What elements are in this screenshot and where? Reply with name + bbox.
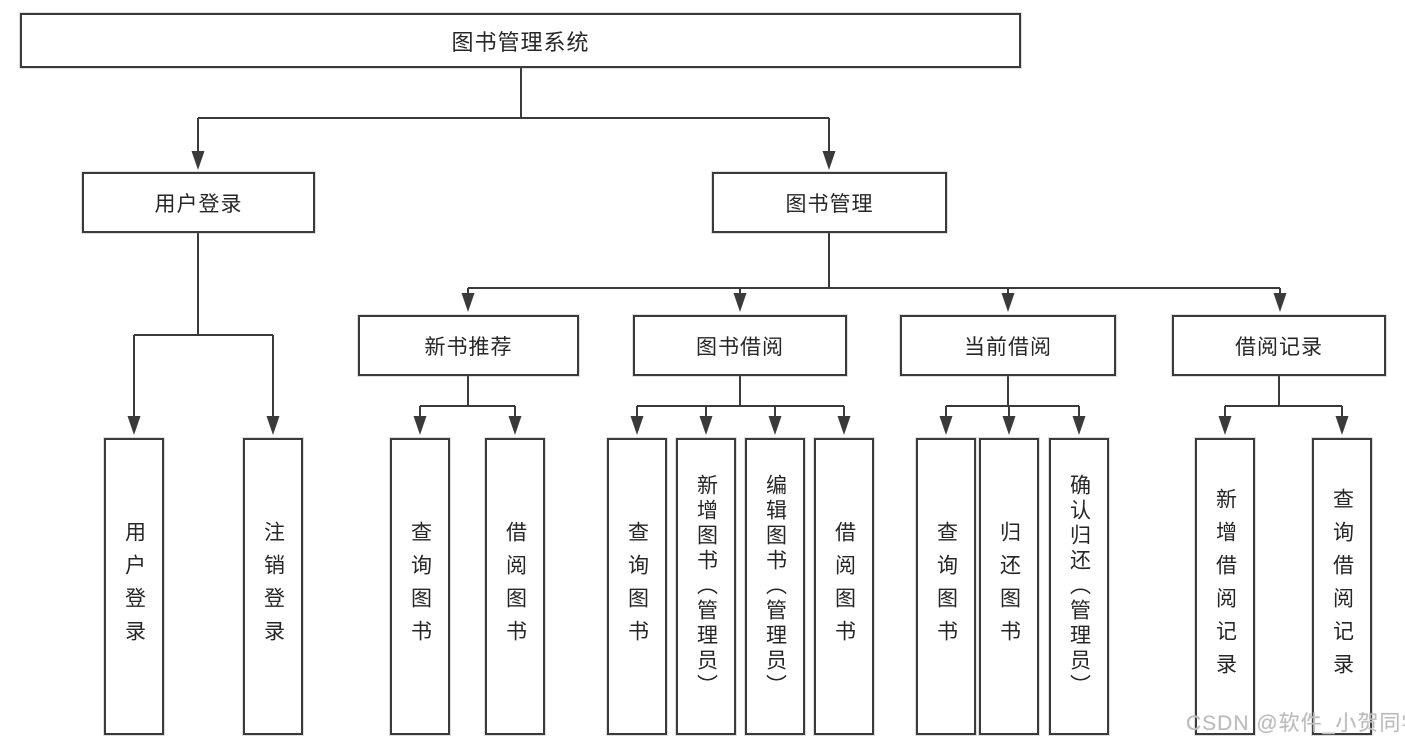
arrowheads [127, 151, 1349, 435]
node-borrow-records: 借阅记录 [1172, 315, 1386, 376]
leaf-return-book: 归还图书 [979, 438, 1039, 735]
node-label: 当前借阅 [964, 335, 1052, 359]
leaf-label: 借阅图书 [832, 520, 856, 653]
leaf-label: 新增借阅记录 [1213, 487, 1237, 686]
leaf-add-book-admin: 新增图书（管理员） [676, 438, 736, 735]
leaf-borrow-books: 借阅图书 [814, 438, 874, 735]
node-label: 借阅记录 [1235, 335, 1323, 359]
leaf-user-login: 用户登录 [104, 438, 164, 735]
leaf-query-books-current: 查询图书 [916, 438, 976, 735]
leaf-confirm-return-admin: 确认归还（管理员） [1049, 438, 1109, 735]
node-label: 新书推荐 [424, 335, 513, 359]
node-library-management-system: 图书管理系统 [20, 13, 1021, 68]
leaf-label: 确认归还（管理员） [1067, 474, 1091, 699]
leaf-label: 用户登录 [122, 520, 146, 653]
node-label: 用户登录 [154, 192, 243, 216]
leaf-label: 查询借阅记录 [1330, 487, 1354, 686]
csdn-watermark: CSDN @软件_小贺同学 [1186, 712, 1405, 735]
leaf-label: 注销登录 [261, 520, 285, 653]
leaf-edit-book-admin: 编辑图书（管理员） [745, 438, 805, 735]
node-current-borrow: 当前借阅 [900, 315, 1116, 376]
leaf-label: 新增图书（管理员） [694, 474, 718, 699]
leaf-label: 查询图书 [408, 520, 432, 653]
node-label: 图书管理系统 [451, 29, 590, 55]
node-book-borrow: 图书借阅 [633, 315, 847, 376]
leaf-query-books-recommend: 查询图书 [390, 438, 450, 735]
leaf-query-books-borrow: 查询图书 [607, 438, 667, 735]
leaf-label: 查询图书 [934, 520, 958, 653]
leaf-logout: 注销登录 [243, 438, 303, 735]
leaf-label: 查询图书 [625, 520, 649, 653]
leaf-label: 借阅图书 [503, 520, 527, 653]
node-new-book-recommend: 新书推荐 [358, 315, 579, 376]
leaf-borrow-books-recommend: 借阅图书 [485, 438, 545, 735]
leaf-query-borrow-record: 查询借阅记录 [1312, 438, 1372, 735]
leaf-label: 归还图书 [997, 520, 1021, 653]
leaf-label: 编辑图书（管理员） [763, 474, 787, 699]
leaf-add-borrow-record: 新增借阅记录 [1195, 438, 1255, 735]
node-book-management: 图书管理 [712, 172, 947, 233]
node-user-login: 用户登录 [82, 172, 315, 233]
node-label: 图书借阅 [696, 335, 784, 359]
node-label: 图书管理 [785, 192, 874, 216]
